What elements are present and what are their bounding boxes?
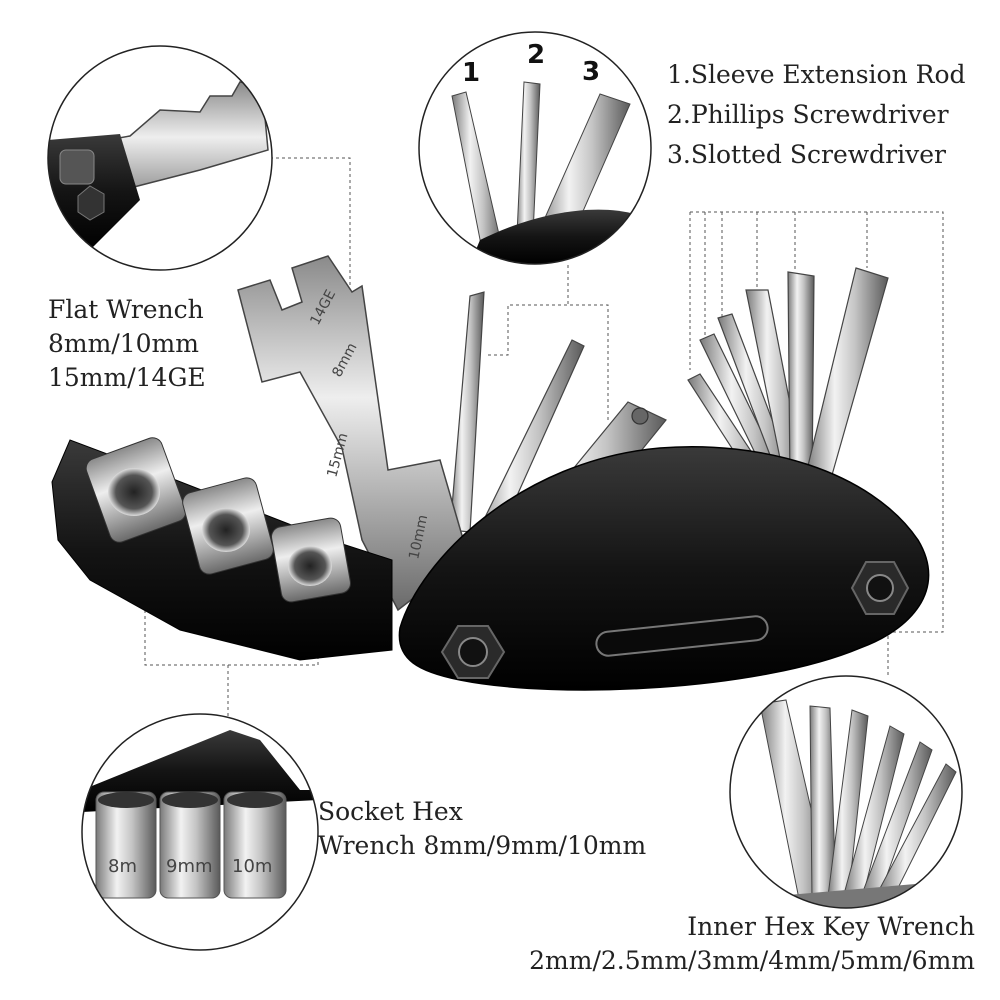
- inset-screwdrivers: [418, 31, 652, 265]
- callout-number-2: 2: [527, 40, 546, 70]
- socket-10mm: [271, 517, 351, 603]
- socket-8mm: [85, 437, 187, 543]
- flat-wrench-sizes-a: 8mm/10mm: [48, 329, 199, 358]
- legend-item-3: 3.Slotted Screwdriver: [667, 140, 946, 169]
- socket-label-8: 8m: [108, 856, 137, 877]
- callout-number-3: 3: [582, 57, 601, 87]
- inset-sockets: 8m 9mm 10m: [81, 713, 319, 951]
- inner-hex-label: Inner Hex Key Wrench 2mm/2.5mm/3mm/4mm/5…: [529, 910, 975, 978]
- bolt-right: [850, 561, 910, 615]
- socket-label-10: 10m: [232, 856, 272, 877]
- socket-label-9: 9mm: [166, 856, 213, 877]
- main-multi-tool: 14GE 8mm 15mm 10mm: [51, 255, 930, 691]
- legend-item-1: 1.Sleeve Extension Rod: [667, 60, 966, 89]
- inset-flat-wrench: [47, 45, 273, 271]
- legend-item-2: 2.Phillips Screwdriver: [667, 100, 949, 129]
- socket-9mm: [182, 477, 274, 575]
- socket-arm: [51, 437, 393, 661]
- socket-hex-sizes: Wrench 8mm/9mm/10mm: [318, 831, 647, 860]
- inset-hex-keys: [729, 675, 963, 909]
- flat-wrench-title: Flat Wrench: [48, 295, 204, 324]
- flat-wrench-sizes-b: 15mm/14GE: [48, 363, 206, 392]
- bolt-left: [440, 625, 506, 679]
- screwdriver-legend: 1.Sleeve Extension Rod 2.Phillips Screwd…: [667, 55, 966, 175]
- callout-number-1: 1: [462, 58, 481, 88]
- inner-hex-title: Inner Hex Key Wrench: [687, 912, 975, 941]
- tool-body: [398, 445, 930, 691]
- inner-hex-sizes: 2mm/2.5mm/3mm/4mm/5mm/6mm: [529, 946, 975, 975]
- socket-hex-title: Socket Hex: [318, 797, 463, 826]
- flat-wrench-label: Flat Wrench 8mm/10mm 15mm/14GE: [48, 293, 206, 395]
- socket-hex-label: Socket Hex Wrench 8mm/9mm/10mm: [318, 795, 646, 863]
